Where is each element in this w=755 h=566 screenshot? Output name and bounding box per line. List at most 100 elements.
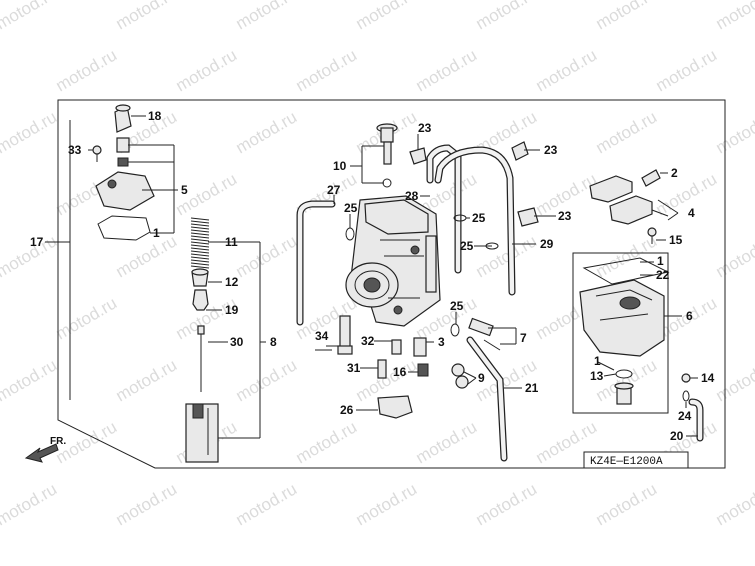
spring-coil xyxy=(190,220,210,224)
watermark-text: motod.ru xyxy=(113,0,181,33)
callout-11: 11 xyxy=(225,235,238,249)
watermark-text: motod.ru xyxy=(473,479,541,529)
diagram-code-box xyxy=(583,451,689,469)
callout-25-upper: 25 xyxy=(472,211,486,225)
clip-23-b-part xyxy=(511,141,529,161)
callout-21: 21 xyxy=(525,381,539,395)
spring-coil xyxy=(190,232,210,236)
watermark-text: motod.ru xyxy=(353,0,421,33)
drain-plug-part xyxy=(614,382,634,405)
watermark-text: motod.ru xyxy=(53,293,121,343)
clamp-25-a-part xyxy=(345,227,355,241)
watermark-text: motod.ru xyxy=(293,45,361,95)
callout-23-left: 23 xyxy=(418,121,432,135)
callout-4: 4 xyxy=(688,206,695,220)
watermark-text: motod.ru xyxy=(0,479,60,529)
throttle-stop-bracket-part xyxy=(377,395,413,419)
vent-tube-27-part xyxy=(296,200,336,326)
spring-coil xyxy=(190,256,210,260)
spring-coil xyxy=(190,217,210,221)
screw-33-part xyxy=(92,145,102,162)
callout-23-right: 23 xyxy=(558,209,572,223)
float-pin-part xyxy=(641,169,661,187)
callout-31: 31 xyxy=(347,361,361,375)
spring-coil xyxy=(190,247,210,251)
carburetor-body-part xyxy=(345,195,441,327)
watermark-text: motod.ru xyxy=(653,45,721,95)
air-screw-7-part xyxy=(468,317,501,351)
callout-2: 2 xyxy=(671,166,678,180)
clamp-25-d-part xyxy=(450,323,460,337)
callout-15: 15 xyxy=(669,233,683,247)
throttle-valve-part xyxy=(185,403,219,463)
watermark-text: motod.ru xyxy=(113,355,181,405)
clip-24-part xyxy=(682,390,690,402)
jet-32-part xyxy=(391,339,402,355)
callout-18: 18 xyxy=(148,109,162,123)
callout-16: 16 xyxy=(393,365,407,379)
watermark-text: motod.ru xyxy=(533,45,601,95)
clip-23-a-part xyxy=(409,147,427,165)
spring-coil xyxy=(190,235,210,239)
callout-33: 33 xyxy=(68,143,82,157)
watermark-text: motod.ru xyxy=(113,479,181,529)
front-direction-label: FR. xyxy=(50,436,66,447)
screw-16-part xyxy=(417,363,429,377)
cover-gasket-part xyxy=(97,215,151,241)
spring-coil xyxy=(190,226,210,230)
watermark-text: motod.ru xyxy=(0,355,60,405)
callout-28: 28 xyxy=(405,189,419,203)
vent-tube-29-part xyxy=(434,146,516,296)
callout-8: 8 xyxy=(270,335,277,349)
callout-34: 34 xyxy=(315,329,329,343)
screw-15-part xyxy=(647,227,657,244)
watermark-text: motod.ru xyxy=(53,45,121,95)
callout-20: 20 xyxy=(670,429,684,443)
callout-17: 17 xyxy=(30,235,44,249)
spring-coil xyxy=(190,262,210,266)
throttle-spring-part xyxy=(190,217,210,269)
callout-13: 13 xyxy=(590,369,604,383)
callout-23-top: 23 xyxy=(544,143,558,157)
watermark-text: motod.ru xyxy=(293,417,361,467)
spring-coil xyxy=(190,265,210,269)
watermark-text: motod.ru xyxy=(473,231,541,281)
watermark-text: motod.ru xyxy=(173,45,241,95)
main-jet-31-part xyxy=(377,359,387,379)
watermark-text: motod.ru xyxy=(713,107,755,157)
callout-14: 14 xyxy=(701,371,715,385)
spring-coil xyxy=(190,250,210,254)
callout-29: 29 xyxy=(540,237,554,251)
spring-coil xyxy=(190,241,210,245)
watermark-text: motod.ru xyxy=(713,231,755,281)
spring-coil xyxy=(190,223,210,227)
watermark-text: motod.ru xyxy=(233,0,301,33)
jet-holder-3-part xyxy=(413,337,427,357)
callout-6: 6 xyxy=(686,309,693,323)
watermark-text: motod.ru xyxy=(473,0,541,33)
float-part xyxy=(589,175,669,225)
watermark-text: motod.ru xyxy=(593,231,661,281)
callout-25-lower: 25 xyxy=(450,299,464,313)
screw-14-part xyxy=(681,373,691,383)
float-chamber-part xyxy=(579,257,670,357)
spring-coil xyxy=(190,244,210,248)
callout-1-cover-gasket: 1 xyxy=(153,226,160,240)
watermark-text: motod.ru xyxy=(593,107,661,157)
callout-5: 5 xyxy=(181,183,188,197)
screw-9-part xyxy=(451,363,469,389)
adjuster-part xyxy=(116,137,130,153)
callout-labels: 17 18 33 5 1 11 12 19 30 8 10 27 28 29 2… xyxy=(30,109,715,443)
callout-1-float-gasket: 1 xyxy=(657,254,664,268)
watermark-text: motod.ru xyxy=(233,479,301,529)
watermark-text: motod.ru xyxy=(0,0,60,33)
spring-coil xyxy=(190,253,210,257)
callout-19: 19 xyxy=(225,303,239,317)
front-direction-indicator: FR. xyxy=(24,436,66,463)
plunger-assembly-part xyxy=(376,123,398,188)
spring-coil xyxy=(190,229,210,233)
top-cap-part xyxy=(114,104,132,133)
callout-22: 22 xyxy=(656,268,670,282)
needle-holder-part xyxy=(192,289,209,311)
watermark-text: motod.ru xyxy=(413,417,481,467)
